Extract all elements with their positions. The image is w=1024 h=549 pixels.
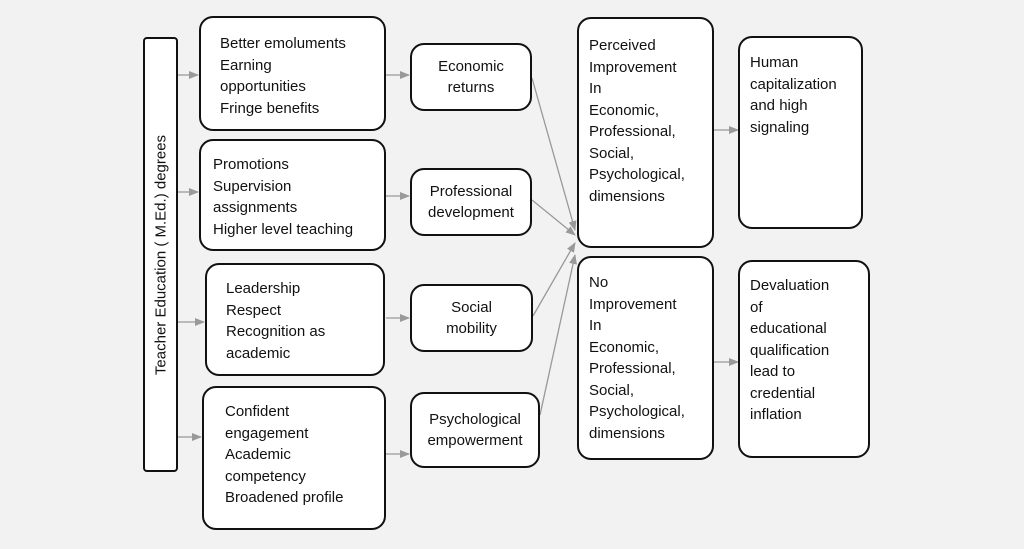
capitalization-line: capitalization [750, 75, 837, 93]
improvement-line: Perceived [589, 37, 656, 54]
benefit-line: Supervision [213, 177, 292, 195]
improvement-line: In [589, 80, 602, 97]
devaluation-line: Devaluation [750, 277, 830, 294]
benefit-line: Recognition as [226, 323, 326, 340]
devaluation-box: Devaluation of educational qualification… [738, 260, 870, 458]
improvement-line: Social, [589, 144, 635, 162]
capitalization-line: and high [750, 97, 808, 114]
improvement-line: Professional, [589, 123, 676, 140]
dimension-box-professional: Professional development [410, 168, 532, 236]
no-improvement-line: Economic, [589, 338, 660, 356]
capitalization-line: signaling [750, 118, 810, 136]
no-improvement-line: dimensions [589, 424, 665, 442]
benefit-line: Promotions [213, 156, 289, 173]
benefits-box-social: Leadership Respect Recognition as academ… [205, 263, 385, 376]
devaluation-line: of [750, 298, 763, 316]
dimension-text: Professional development [428, 181, 514, 224]
arrow-psychological-to-outcome [539, 254, 577, 416]
dimension-line: development [428, 204, 514, 221]
benefit-line: Higher level teaching [213, 220, 354, 238]
dimension-line: Professional [429, 182, 513, 200]
no-improvement-line: No [589, 274, 609, 291]
dimension-line: empowerment [427, 432, 523, 449]
benefits-box-professional: Promotions Supervision assignments Highe… [199, 139, 386, 251]
dimension-line: Psychological [429, 410, 521, 428]
dimension-box-economic: Economic returns [410, 43, 532, 111]
benefits-list: Promotions Supervision assignments Highe… [201, 154, 384, 240]
no-improvement-line: Improvement [589, 295, 677, 313]
benefit-line: Better emoluments [220, 35, 346, 52]
benefits-list: Confident engagement Academic competency… [204, 401, 384, 509]
no-improvement-box: No Improvement In Economic, Professional… [577, 256, 714, 460]
arrow-professional-to-outcome [531, 199, 576, 236]
benefit-line: academic [226, 344, 291, 362]
devaluation-line: qualification [750, 341, 830, 359]
benefit-line: Leadership [226, 280, 301, 297]
capitalization-box: Human capitalization and high signaling [738, 36, 863, 229]
benefits-box-psychological: Confident engagement Academic competency… [202, 386, 386, 530]
dimension-text: Social mobility [446, 297, 497, 340]
no-improvement-line: In [589, 317, 602, 334]
benefit-line: Respect [226, 301, 282, 319]
dimension-line: Economic [438, 57, 504, 75]
benefits-list: Better emoluments Earning opportunities … [201, 33, 384, 119]
devaluation-line: lead to [750, 363, 796, 380]
arrow-social-to-outcome [532, 242, 576, 317]
dimension-text: Psychological empowerment [427, 409, 522, 452]
dimension-box-psychological: Psychological empowerment [410, 392, 540, 468]
benefit-line: competency [225, 467, 306, 485]
benefit-line: opportunities [220, 78, 306, 95]
benefit-line: Broadened profile [225, 489, 344, 506]
benefits-list: Leadership Respect Recognition as academ… [207, 278, 383, 364]
benefit-line: Fringe benefits [220, 99, 320, 117]
no-improvement-text: No Improvement In Economic, Professional… [589, 272, 702, 444]
devaluation-line: credential [750, 384, 816, 402]
degree-box: Teacher Education ( M.Ed.) degrees [143, 37, 178, 472]
arrow-economic-to-outcome [531, 77, 577, 231]
capitalization-line: Human [750, 54, 799, 71]
benefit-line: engagement [225, 424, 309, 442]
improvement-line: Psychological, [589, 166, 685, 183]
dimension-text: Economic returns [438, 56, 504, 99]
benefit-line: Earning [220, 56, 272, 74]
devaluation-text: Devaluation of educational qualification… [750, 275, 858, 426]
no-improvement-line: Psychological, [589, 403, 685, 420]
capitalization-text: Human capitalization and high signaling [750, 52, 851, 138]
benefits-box-economic: Better emoluments Earning opportunities … [199, 16, 386, 131]
benefit-line: Confident [225, 403, 290, 420]
devaluation-line: educational [750, 320, 827, 337]
dimension-line: returns [447, 79, 495, 96]
improvement-line: Improvement [589, 58, 677, 76]
dimension-line: mobility [446, 320, 497, 337]
improvement-text: Perceived Improvement In Economic, Profe… [589, 35, 702, 207]
devaluation-line: inflation [750, 406, 802, 423]
improvement-line: Economic, [589, 101, 660, 119]
improvement-line: dimensions [589, 187, 665, 205]
dimension-line: Social [451, 298, 492, 316]
no-improvement-line: Professional, [589, 360, 676, 377]
no-improvement-line: Social, [589, 381, 635, 399]
benefit-line: Academic [225, 446, 291, 463]
benefit-line: assignments [213, 199, 298, 216]
dimension-box-social: Social mobility [410, 284, 533, 352]
improvement-box: Perceived Improvement In Economic, Profe… [577, 17, 714, 248]
degree-label: Teacher Education ( M.Ed.) degrees [151, 134, 169, 375]
